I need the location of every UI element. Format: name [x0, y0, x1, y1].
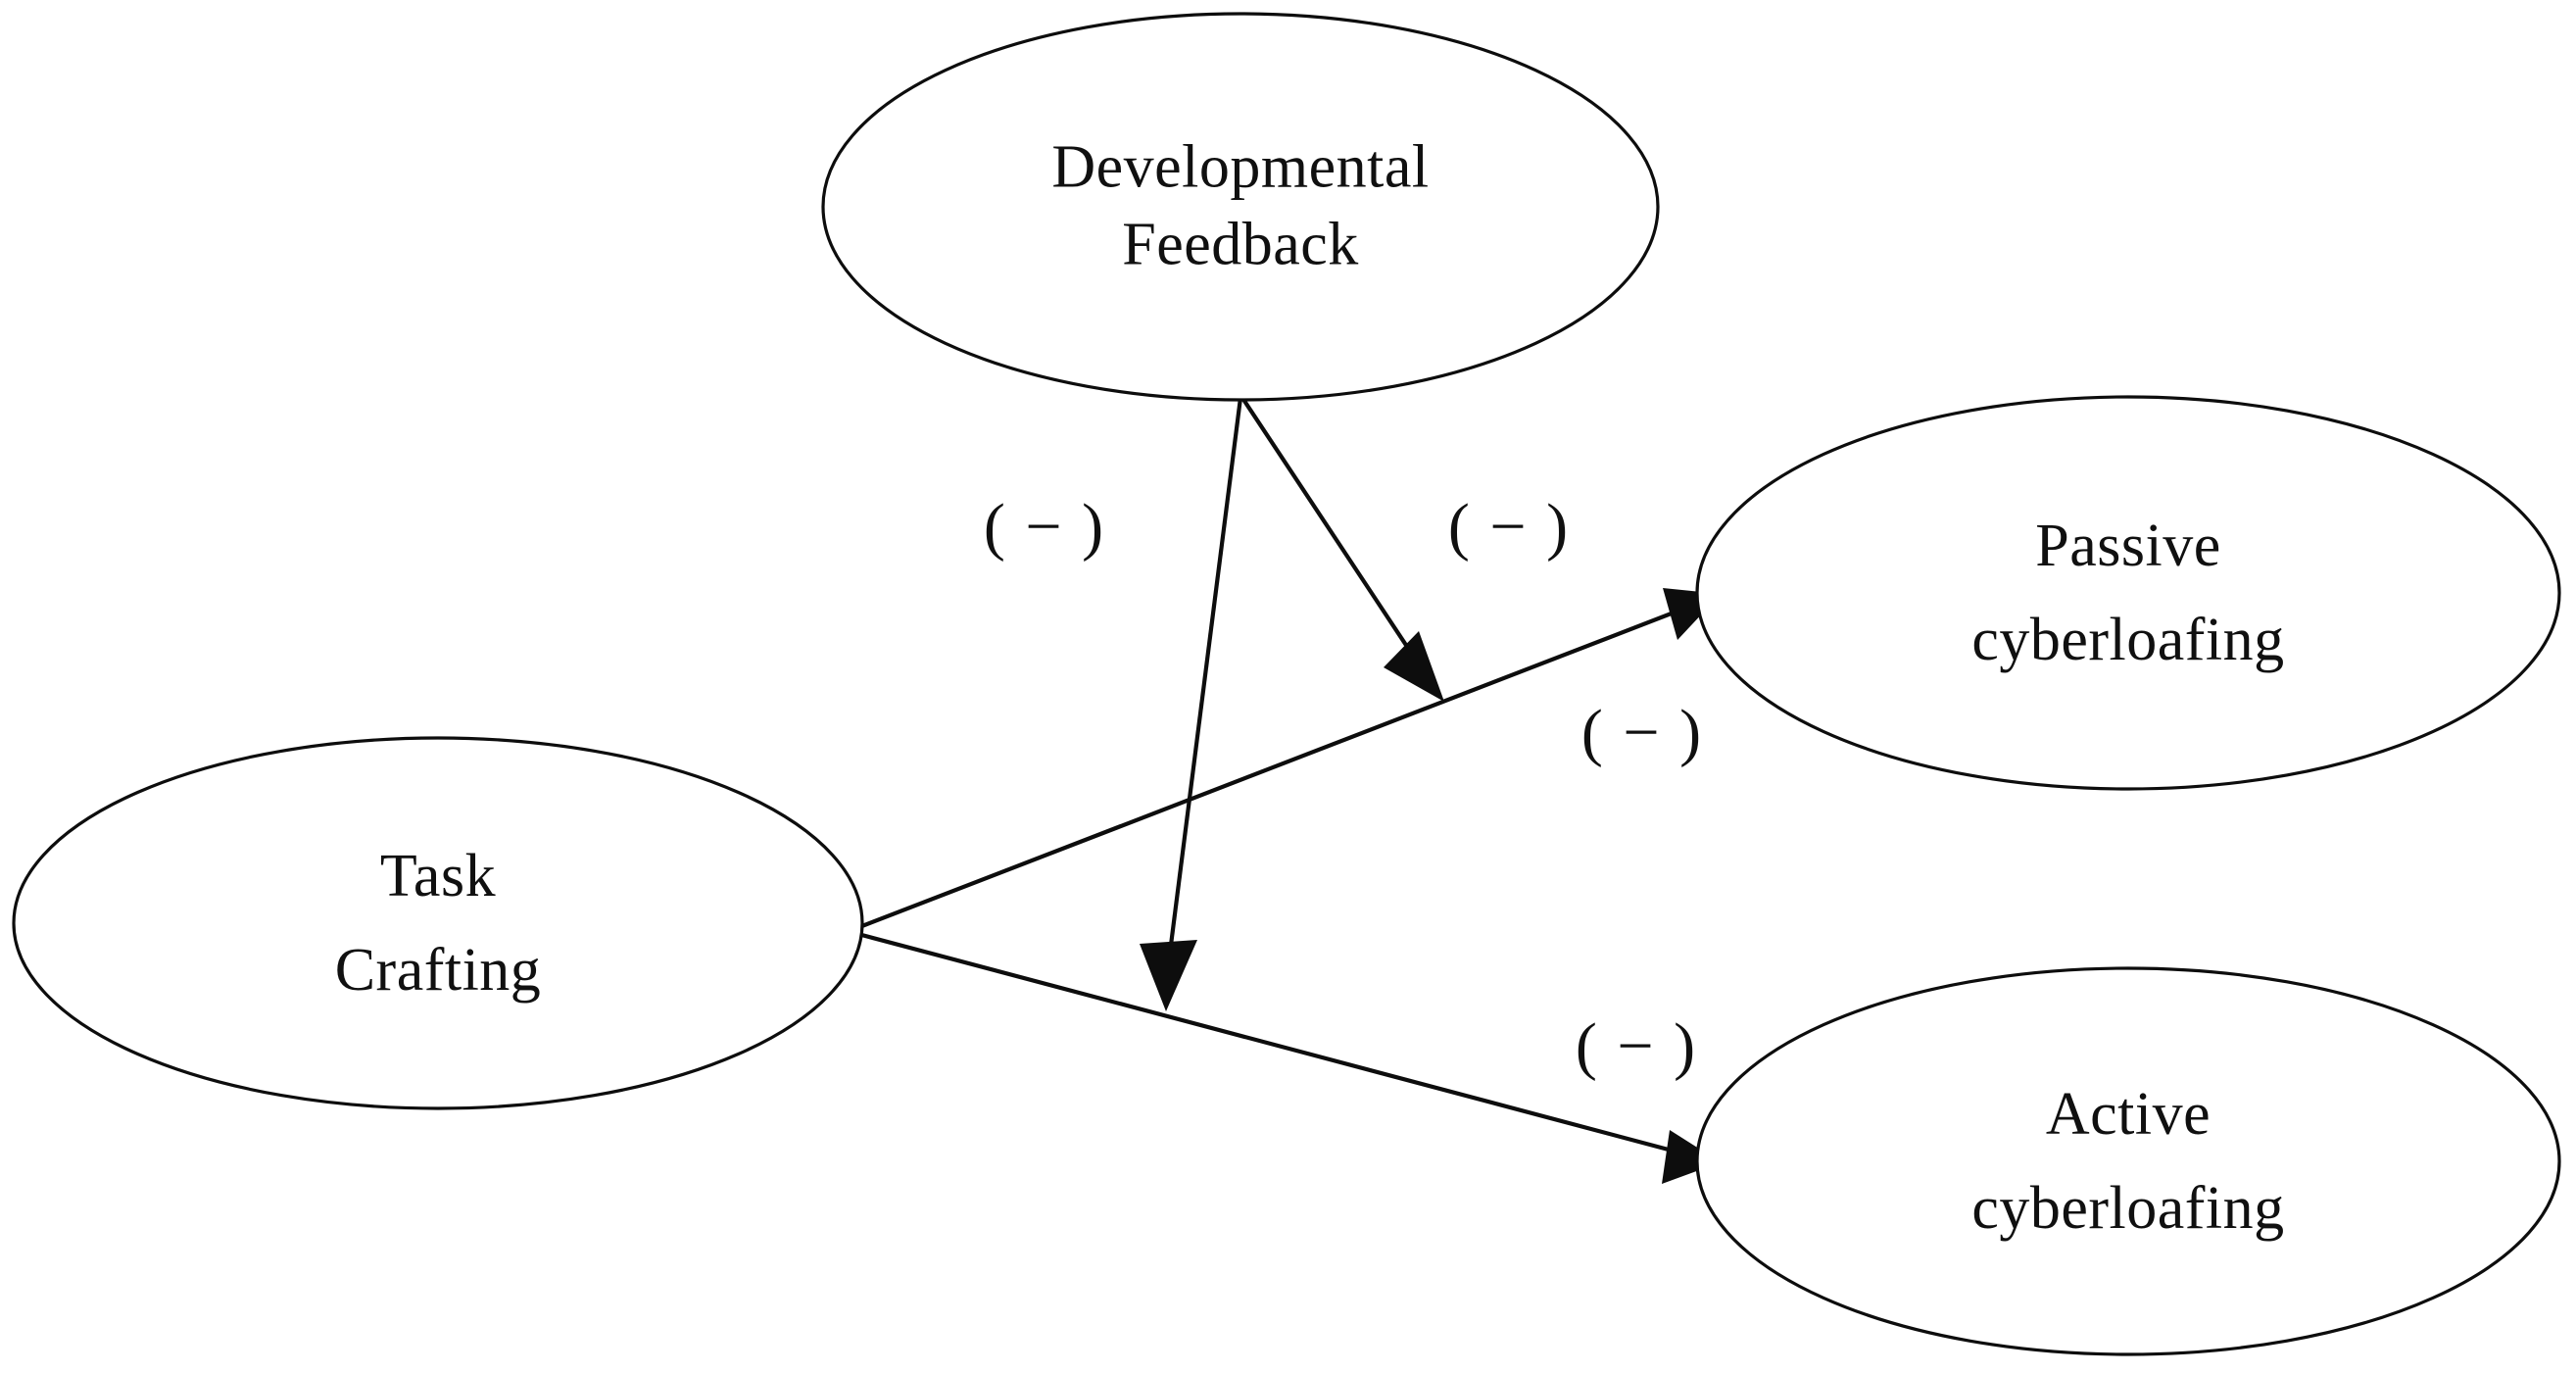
- sign-label-task-crafting-to-passive: ( − ): [1580, 697, 1704, 768]
- node-task-crafting[interactable]: [12, 736, 864, 1110]
- arrowhead-icon: [1140, 940, 1197, 1011]
- edge-line: [1240, 396, 1429, 678]
- sign-label-df-to-task-crafting-path: ( − ): [983, 491, 1106, 563]
- node-developmental-feedback[interactable]: [821, 12, 1660, 402]
- arrowhead-icon: [1384, 631, 1444, 702]
- node-active-cyberloafing[interactable]: [1695, 966, 2561, 1356]
- edge-df-to-task-crafting-path: [1140, 397, 1243, 1011]
- edge-line: [853, 608, 1682, 931]
- edge-line: [853, 930, 1680, 1155]
- node-passive-cyberloafing[interactable]: [1695, 395, 2561, 791]
- edge-line: [1166, 397, 1243, 961]
- edge-task-crafting-to-active: [853, 930, 1721, 1184]
- arrowhead-icon: [1662, 1130, 1721, 1184]
- sign-label-df-to-passive-path: ( − ): [1447, 491, 1571, 563]
- sign-label-task-crafting-to-active: ( − ): [1575, 1010, 1698, 1082]
- edge-df-to-passive-path: [1240, 396, 1444, 702]
